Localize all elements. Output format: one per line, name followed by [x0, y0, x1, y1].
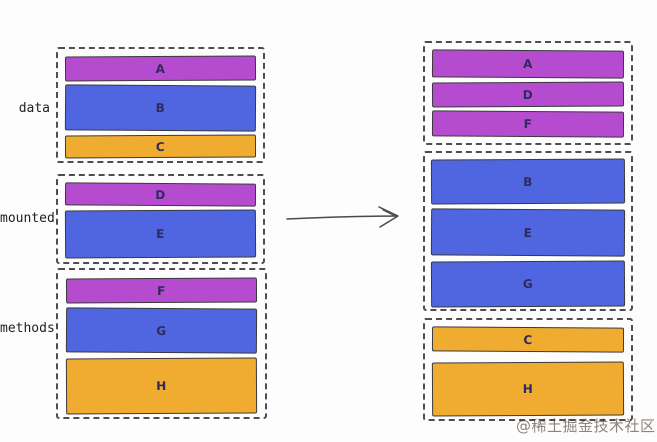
bar-H-left: H — [65, 357, 258, 415]
group-box-orange-right: C H — [423, 318, 633, 421]
bar-F-right: F — [431, 110, 625, 138]
transform-arrow — [284, 202, 406, 234]
bar-B-right: B — [430, 158, 626, 205]
bar-E-left: E — [64, 209, 257, 259]
bar-F-left: F — [65, 277, 258, 304]
group-box-blue-right: B E G — [423, 151, 633, 311]
group-box-purple-right: A D F — [423, 41, 633, 145]
bar-A-right: A — [431, 49, 625, 79]
bar-A-left: A — [64, 55, 257, 82]
bar-B-left: B — [64, 84, 257, 132]
bar-C-left: C — [64, 134, 257, 159]
bar-G-left: G — [65, 307, 258, 354]
group-box-data: A B C — [56, 47, 265, 163]
right-arrow-icon — [286, 206, 399, 228]
group-label-mounted: mounted — [0, 211, 55, 226]
bar-D-left: D — [64, 182, 257, 207]
bar-C-right: C — [431, 326, 625, 353]
bar-H-right: H — [431, 361, 625, 417]
bar-D-right: D — [431, 81, 625, 108]
group-box-mounted: D E — [56, 174, 265, 264]
bar-G-right: G — [430, 260, 626, 308]
group-label-methods: methods — [0, 321, 55, 336]
group-box-methods: F G H — [56, 268, 267, 419]
group-label-data: data — [18, 101, 50, 116]
watermark: @稀土掘金技术社区 — [516, 417, 656, 435]
bar-E-right: E — [430, 208, 626, 257]
